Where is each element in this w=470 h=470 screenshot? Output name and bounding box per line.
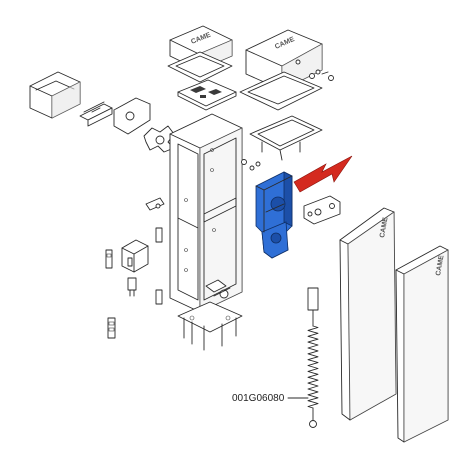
cover-seal-frame — [239, 71, 323, 111]
top-cap — [29, 71, 81, 119]
side-panel-front: CAME — [339, 207, 397, 421]
rear-panel-brand-mark: CAME — [435, 255, 446, 277]
fuse-holder-lower — [155, 289, 163, 305]
part-number-label: 001G06080 — [232, 393, 285, 404]
gearmotor-screws — [241, 159, 261, 171]
gearmotor-highlighted — [255, 171, 293, 259]
transformer — [121, 239, 149, 273]
side-panel-rear: CAME — [395, 245, 449, 443]
terminal-block-bottom — [107, 317, 116, 339]
control-board — [177, 79, 237, 111]
balance-spring — [307, 287, 319, 428]
capacitor — [127, 277, 137, 297]
terminal-block-left — [105, 249, 113, 269]
cover-screws — [309, 69, 334, 81]
limit-switch-lever — [145, 197, 165, 211]
cabinet-body — [169, 113, 243, 313]
panel-brand-mark: CAME — [379, 217, 390, 239]
part-callout: 001G06080 — [232, 393, 309, 404]
fuse-holder-upper — [155, 227, 163, 243]
inspection-seal-frame — [249, 115, 323, 161]
mounting-bracket — [79, 101, 113, 127]
control-box-seal — [167, 51, 233, 83]
fixing-plate — [113, 97, 151, 135]
base-plate — [177, 301, 243, 351]
bar-holder-bracket — [303, 195, 341, 225]
pointer-arrow — [293, 155, 353, 193]
cross-flange — [143, 125, 175, 153]
